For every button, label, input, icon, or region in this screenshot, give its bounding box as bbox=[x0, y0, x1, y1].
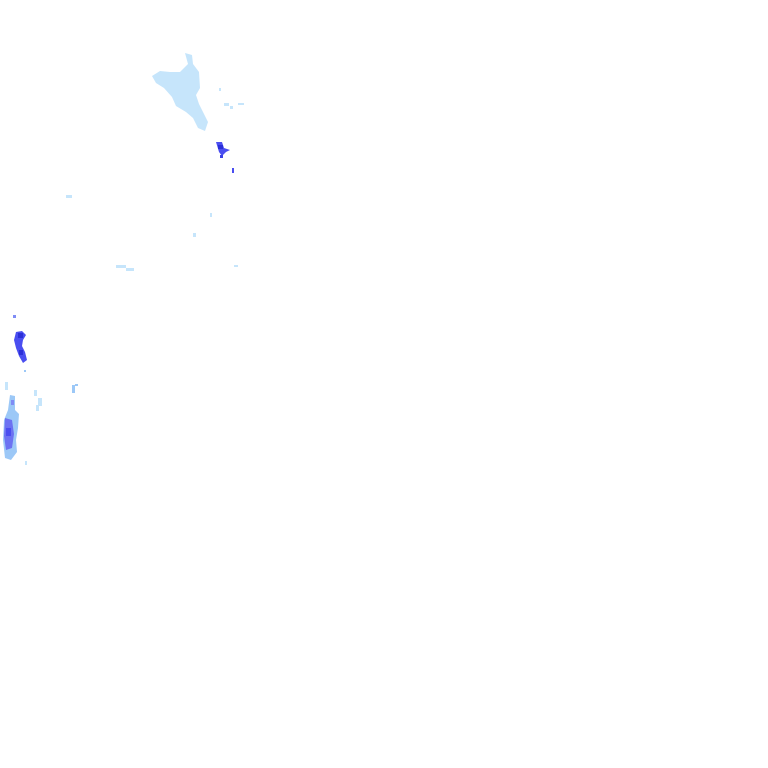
precip-cell-west-upper bbox=[13, 315, 27, 363]
precip-cell-west-lower bbox=[3, 370, 78, 465]
precip-cell-north bbox=[66, 53, 244, 271]
precip-cell-north-core bbox=[216, 142, 234, 173]
